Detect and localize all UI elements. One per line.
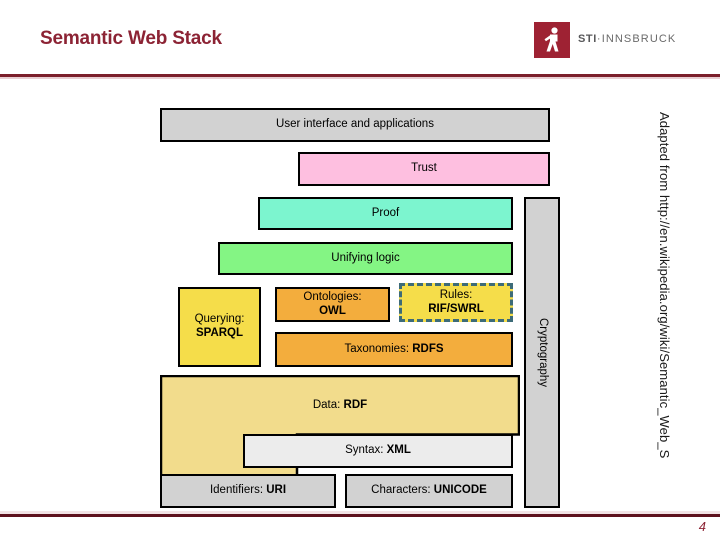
stack-layer-identifiers[interactable]: Identifiers: URI xyxy=(160,474,336,508)
stack-layer-characters-value: UNICODE xyxy=(433,484,487,497)
stack-layer-characters[interactable]: Characters: UNICODE xyxy=(345,474,513,508)
stack-layer-rules[interactable]: Rules: RIF/SWRL xyxy=(399,283,513,322)
page-number: 4 xyxy=(698,519,706,534)
stack-layer-user-interface[interactable]: User interface and applications xyxy=(160,108,550,142)
stack-layer-syntax[interactable]: Syntax: XML xyxy=(243,434,513,468)
stack-layer-ontologies[interactable]: Ontologies: OWL xyxy=(275,287,390,322)
logo-wordmark: STI·INNSBRUCK xyxy=(578,33,676,45)
logo-brand-rest: INNSBRUCK xyxy=(601,33,677,45)
stack-layer-syntax-label: Syntax: xyxy=(345,444,387,457)
stack-layer-querying-value: SPARQL xyxy=(195,327,244,339)
stack-layer-rules-value: RIF/SWRL xyxy=(428,302,484,315)
logo-brand-separator: · xyxy=(596,33,602,45)
stack-layer-identifiers-label: Identifiers: xyxy=(209,484,267,497)
stack-layer-taxonomies-label: Taxonomies: xyxy=(344,342,413,355)
source-attribution: Adapted from http://en.wikipedia.org/wik… xyxy=(657,112,672,459)
stack-layer-unifying-logic-label: Unifying logic xyxy=(331,251,400,264)
stack-layer-proof[interactable]: Proof xyxy=(258,197,513,230)
stack-layer-ontologies-value: OWL xyxy=(319,304,346,317)
stack-layer-ontologies-label: Ontologies: xyxy=(303,290,362,303)
stack-layer-data-label-text: Data: xyxy=(312,399,344,411)
stack-layer-cryptography[interactable]: Cryptography xyxy=(524,197,560,508)
footer-divider-accent xyxy=(0,511,720,514)
sti-innsbruck-logo: STI·INNSBRUCK xyxy=(534,22,684,58)
stack-layer-characters-label: Characters: xyxy=(371,484,434,497)
stack-layer-querying-label: Querying: xyxy=(194,313,245,326)
logo-brand-bold: STI xyxy=(578,33,597,45)
stack-layer-unifying-logic[interactable]: Unifying logic xyxy=(218,242,513,275)
stack-layer-data-value: RDF xyxy=(343,399,368,411)
footer-divider xyxy=(0,514,720,517)
stack-layer-taxonomies[interactable]: Taxonomies: RDFS xyxy=(275,332,513,367)
stack-layer-rules-label: Rules: xyxy=(439,288,473,301)
stack-layer-identifiers-value: URI xyxy=(266,484,287,497)
stack-layer-trust[interactable]: Trust xyxy=(298,152,550,186)
header-divider-accent xyxy=(0,77,720,79)
page-title: Semantic Web Stack xyxy=(40,28,222,49)
stack-layer-querying[interactable]: Querying: SPARQL xyxy=(178,287,261,367)
header-divider xyxy=(0,74,720,77)
semantic-web-stack-diagram: User interface and applications Trust Pr… xyxy=(150,100,570,515)
stack-layer-data-label: Data: RDF xyxy=(160,375,520,435)
stack-layer-syntax-value: XML xyxy=(386,444,411,457)
stack-layer-taxonomies-value: RDFS xyxy=(412,342,444,355)
sti-figure-icon xyxy=(534,22,570,58)
